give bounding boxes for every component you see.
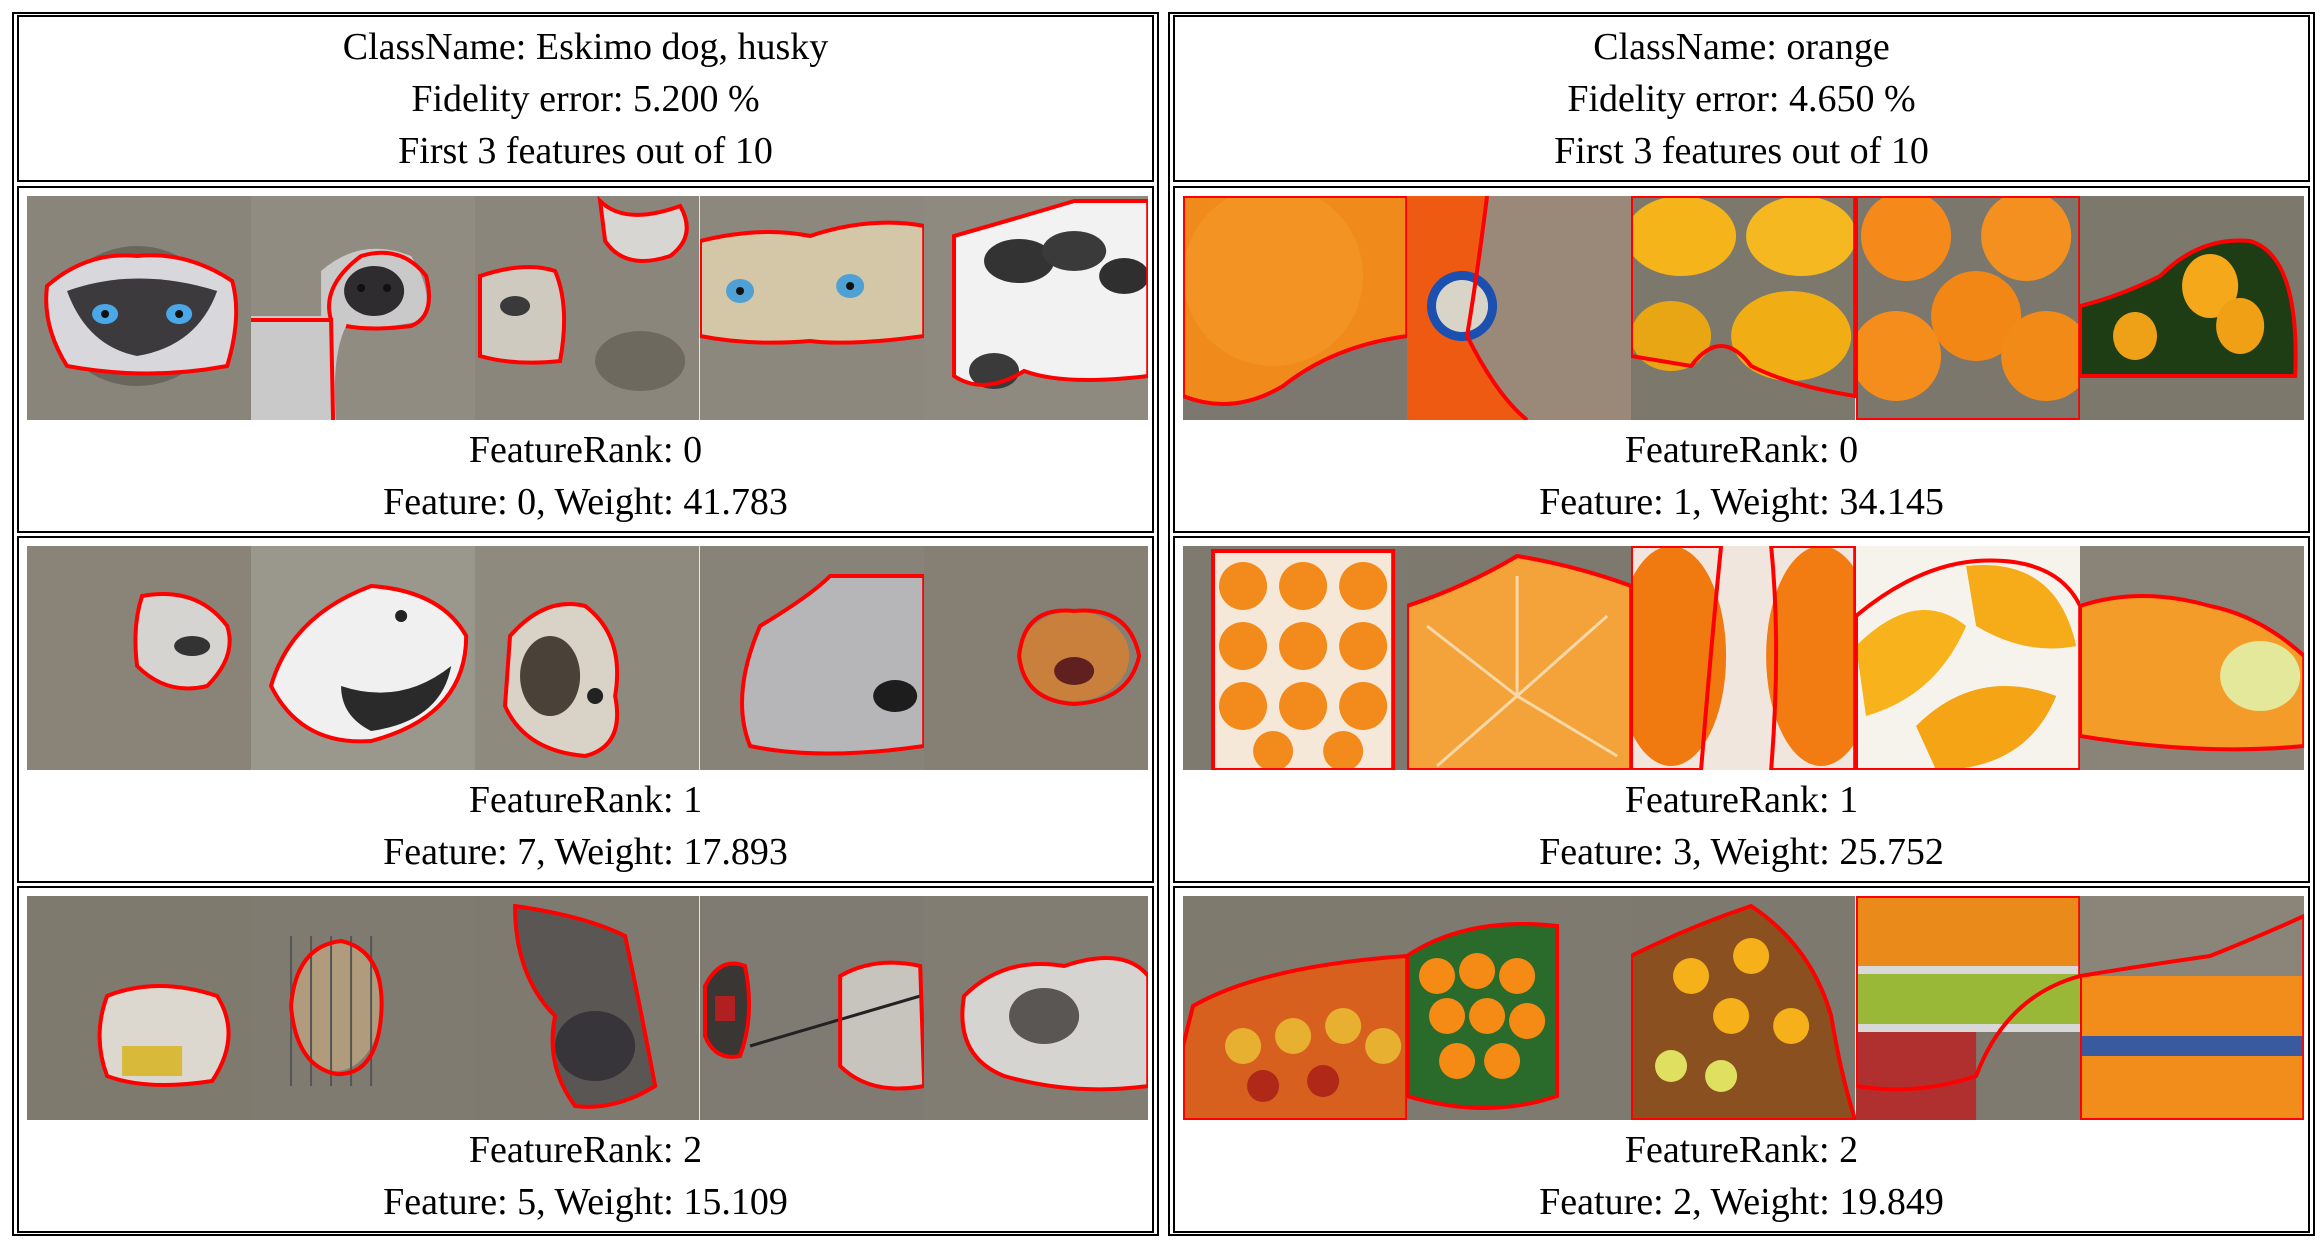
tile-husky-mouth-open	[251, 546, 476, 770]
image-strip	[1183, 546, 2304, 770]
feature-caption: FeatureRank: 1 Feature: 7, Weight: 17.89…	[19, 774, 1152, 878]
tile-oranges-pile	[1855, 196, 2080, 420]
feature-row-rank-2: FeatureRank: 2 Feature: 2, Weight: 19.84…	[1173, 886, 2310, 1233]
feature-row-rank-2: FeatureRank: 2 Feature: 5, Weight: 15.10…	[17, 886, 1154, 1233]
feature-rank-label: FeatureRank: 1	[1624, 779, 1859, 821]
feature-rank-label: FeatureRank: 0	[1624, 429, 1859, 471]
feature-weight-label: Feature: 7, Weight: 17.893	[383, 831, 788, 873]
tile-produce-shelves	[1855, 896, 2080, 1120]
features-count-label: First 3 features out of 10	[1554, 129, 1929, 172]
feature-weight-label: Feature: 3, Weight: 25.752	[1539, 831, 1944, 873]
tile-husky-walking	[923, 896, 1148, 1120]
image-strip	[27, 896, 1148, 1120]
feature-rank-label: FeatureRank: 1	[468, 779, 703, 821]
tile-dog-in-crate	[251, 896, 476, 1120]
tile-husky-face-blue-eyes	[27, 196, 252, 420]
tile-husky-eyes-closeup	[699, 196, 924, 420]
panel-eskimo-dog: ClassName: Eskimo dog, husky Fidelity er…	[12, 12, 1159, 1236]
tile-husky-show-stance	[27, 896, 252, 1120]
tile-orange-with-sticker	[1407, 196, 1632, 420]
tile-citrus-baskets	[1631, 896, 1856, 1120]
feature-row-rank-1: FeatureRank: 1 Feature: 7, Weight: 17.89…	[17, 536, 1154, 883]
panel-orange: ClassName: orange Fidelity error: 4.650 …	[1168, 12, 2315, 1236]
tile-oranges-bowl	[1407, 896, 1632, 1120]
tile-husky-snout-profile	[699, 546, 924, 770]
tile-orange-half-closeup	[1407, 546, 1632, 770]
feature-weight-label: Feature: 0, Weight: 41.783	[383, 481, 788, 523]
tile-orange-halves	[1631, 546, 1856, 770]
image-strip	[27, 546, 1148, 770]
panel-header: ClassName: Eskimo dog, husky Fidelity er…	[17, 15, 1154, 182]
tile-orange-wedges	[1855, 546, 2080, 770]
image-strip	[1183, 896, 2304, 1120]
fidelity-error-label: Fidelity error: 5.200 %	[411, 77, 760, 120]
feature-row-rank-1: FeatureRank: 1 Feature: 3, Weight: 25.75…	[1173, 536, 2310, 883]
tile-husky-howling	[27, 546, 252, 770]
feature-caption: FeatureRank: 2 Feature: 5, Weight: 15.10…	[19, 1124, 1152, 1228]
feature-row-rank-0: FeatureRank: 0 Feature: 0, Weight: 41.78…	[17, 186, 1154, 533]
class-name-label: ClassName: Eskimo dog, husky	[342, 25, 829, 68]
feature-rank-label: FeatureRank: 2	[468, 1129, 703, 1171]
feature-caption: FeatureRank: 1 Feature: 3, Weight: 25.75…	[1175, 774, 2308, 878]
feature-rank-label: FeatureRank: 0	[468, 429, 703, 471]
tile-oranges-on-tree	[2079, 196, 2304, 420]
feature-rank-label: FeatureRank: 2	[1624, 1129, 1859, 1171]
tile-dog-toy-face	[923, 546, 1148, 770]
tile-lemons-pile	[1631, 196, 1856, 420]
tile-husky-puppy-head	[475, 546, 700, 770]
panel-frame	[1168, 12, 2315, 1236]
tile-citrus-slices	[2079, 546, 2304, 770]
class-name-label: ClassName: orange	[1593, 25, 1890, 68]
features-count-label: First 3 features out of 10	[398, 129, 773, 172]
feature-caption: FeatureRank: 2 Feature: 2, Weight: 19.84…	[1175, 1124, 2308, 1228]
tile-oranges-crates	[2079, 896, 2304, 1120]
tile-husky-on-leash	[699, 896, 924, 1120]
image-strip	[1183, 196, 2304, 420]
fidelity-error-label: Fidelity error: 4.650 %	[1567, 77, 1916, 120]
tile-orange-peel-closeup	[1183, 196, 1408, 420]
tile-husky-puppies-group	[923, 196, 1148, 420]
feature-weight-label: Feature: 5, Weight: 15.109	[383, 1181, 788, 1223]
tile-fruit-market-stall	[1183, 896, 1408, 1120]
feature-caption: FeatureRank: 0 Feature: 0, Weight: 41.78…	[19, 424, 1152, 528]
panel-frame	[12, 12, 1159, 1236]
tile-husky-puppy-portrait	[251, 196, 476, 420]
feature-row-rank-0: FeatureRank: 0 Feature: 1, Weight: 34.14…	[1173, 186, 2310, 533]
feature-weight-label: Feature: 2, Weight: 19.849	[1539, 1181, 1944, 1223]
tile-orange-slices-grid	[1183, 546, 1408, 770]
tile-husky-lying-down	[475, 896, 700, 1120]
feature-weight-label: Feature: 1, Weight: 34.145	[1539, 481, 1944, 523]
panel-header: ClassName: orange Fidelity error: 4.650 …	[1173, 15, 2310, 182]
image-strip	[27, 196, 1148, 420]
tile-husky-eye-closeup	[475, 196, 700, 420]
feature-caption: FeatureRank: 0 Feature: 1, Weight: 34.14…	[1175, 424, 2308, 528]
